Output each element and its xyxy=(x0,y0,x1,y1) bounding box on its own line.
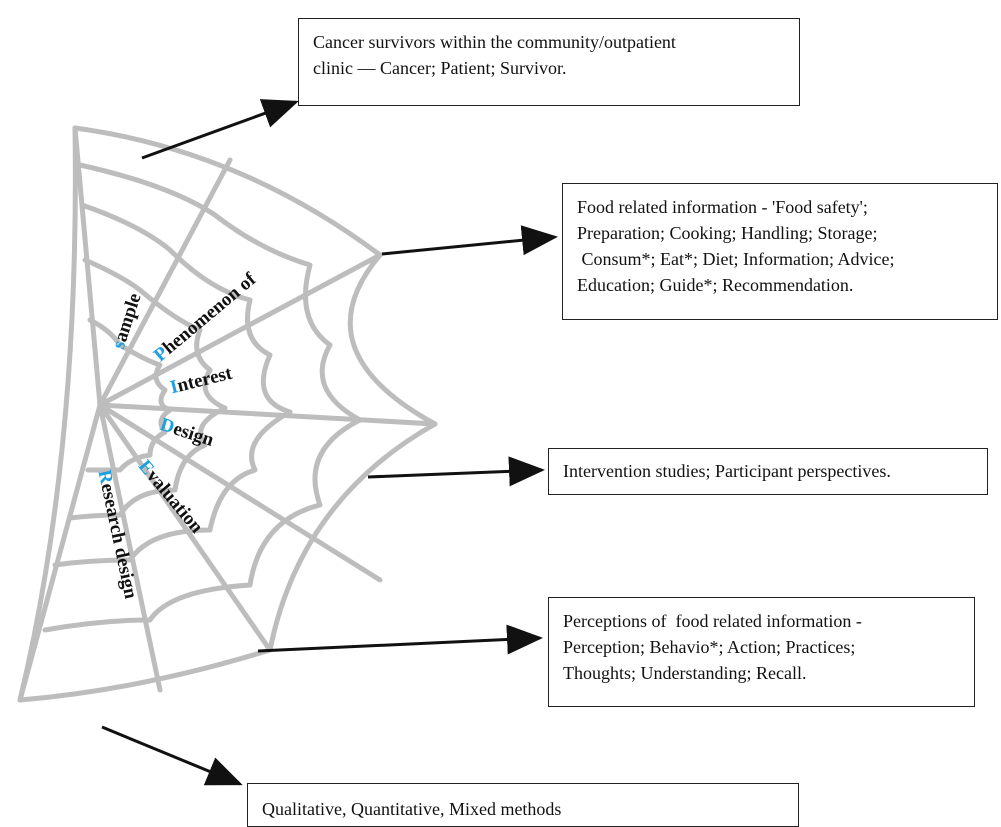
web-spoke xyxy=(97,402,163,693)
web-spoke xyxy=(97,402,273,653)
box-design-line: Intervention studies; Participant perspe… xyxy=(563,461,891,481)
web-spoke xyxy=(72,125,103,408)
arrow-evaluation xyxy=(257,624,543,655)
arrow-research xyxy=(101,725,243,786)
box-phenomenon-line: Food related information - 'Food safety'… xyxy=(577,197,868,217)
box-sample-line: clinic — Cancer; Patient; Survivor. xyxy=(313,58,567,78)
web-spoke xyxy=(97,402,438,427)
box-phenomenon-line: Consum*; Eat*; Diet; Information; Advice… xyxy=(577,249,895,269)
arrow-phenomenon xyxy=(381,225,558,256)
web-spoke xyxy=(97,402,383,583)
box-evaluation-line: Perception; Behavio*; Action; Practices; xyxy=(563,637,856,657)
arrow-sample xyxy=(141,99,299,160)
web-ring xyxy=(85,317,173,473)
box-design: Intervention studies; Participant perspe… xyxy=(548,448,988,495)
box-phenomenon: Food related information - 'Food safety'… xyxy=(562,183,998,320)
box-research-line: Qualitative, Quantitative, Mixed methods xyxy=(262,799,562,819)
web-spoke xyxy=(97,157,233,408)
web-ring xyxy=(52,202,293,568)
box-sample-line: Cancer survivors within the community/ou… xyxy=(313,32,676,52)
box-evaluation: Perceptions of food related information … xyxy=(548,597,975,707)
arrow-design xyxy=(367,456,545,487)
web-ring xyxy=(67,257,228,521)
web-spoke xyxy=(97,252,383,408)
box-research-design: Qualitative, Quantitative, Mixed methods xyxy=(247,783,799,827)
web-spoke xyxy=(17,402,103,703)
web-ring xyxy=(42,162,363,633)
web-outer-frame xyxy=(17,125,438,703)
box-sample: Cancer survivors within the community/ou… xyxy=(298,18,800,106)
box-phenomenon-line: Preparation; Cooking; Handling; Storage; xyxy=(577,223,878,243)
box-evaluation-line: Perceptions of food related information … xyxy=(563,611,862,631)
box-evaluation-line: Thoughts; Understanding; Recall. xyxy=(563,663,807,683)
box-phenomenon-line: Education; Guide*; Recommendation. xyxy=(577,275,854,295)
